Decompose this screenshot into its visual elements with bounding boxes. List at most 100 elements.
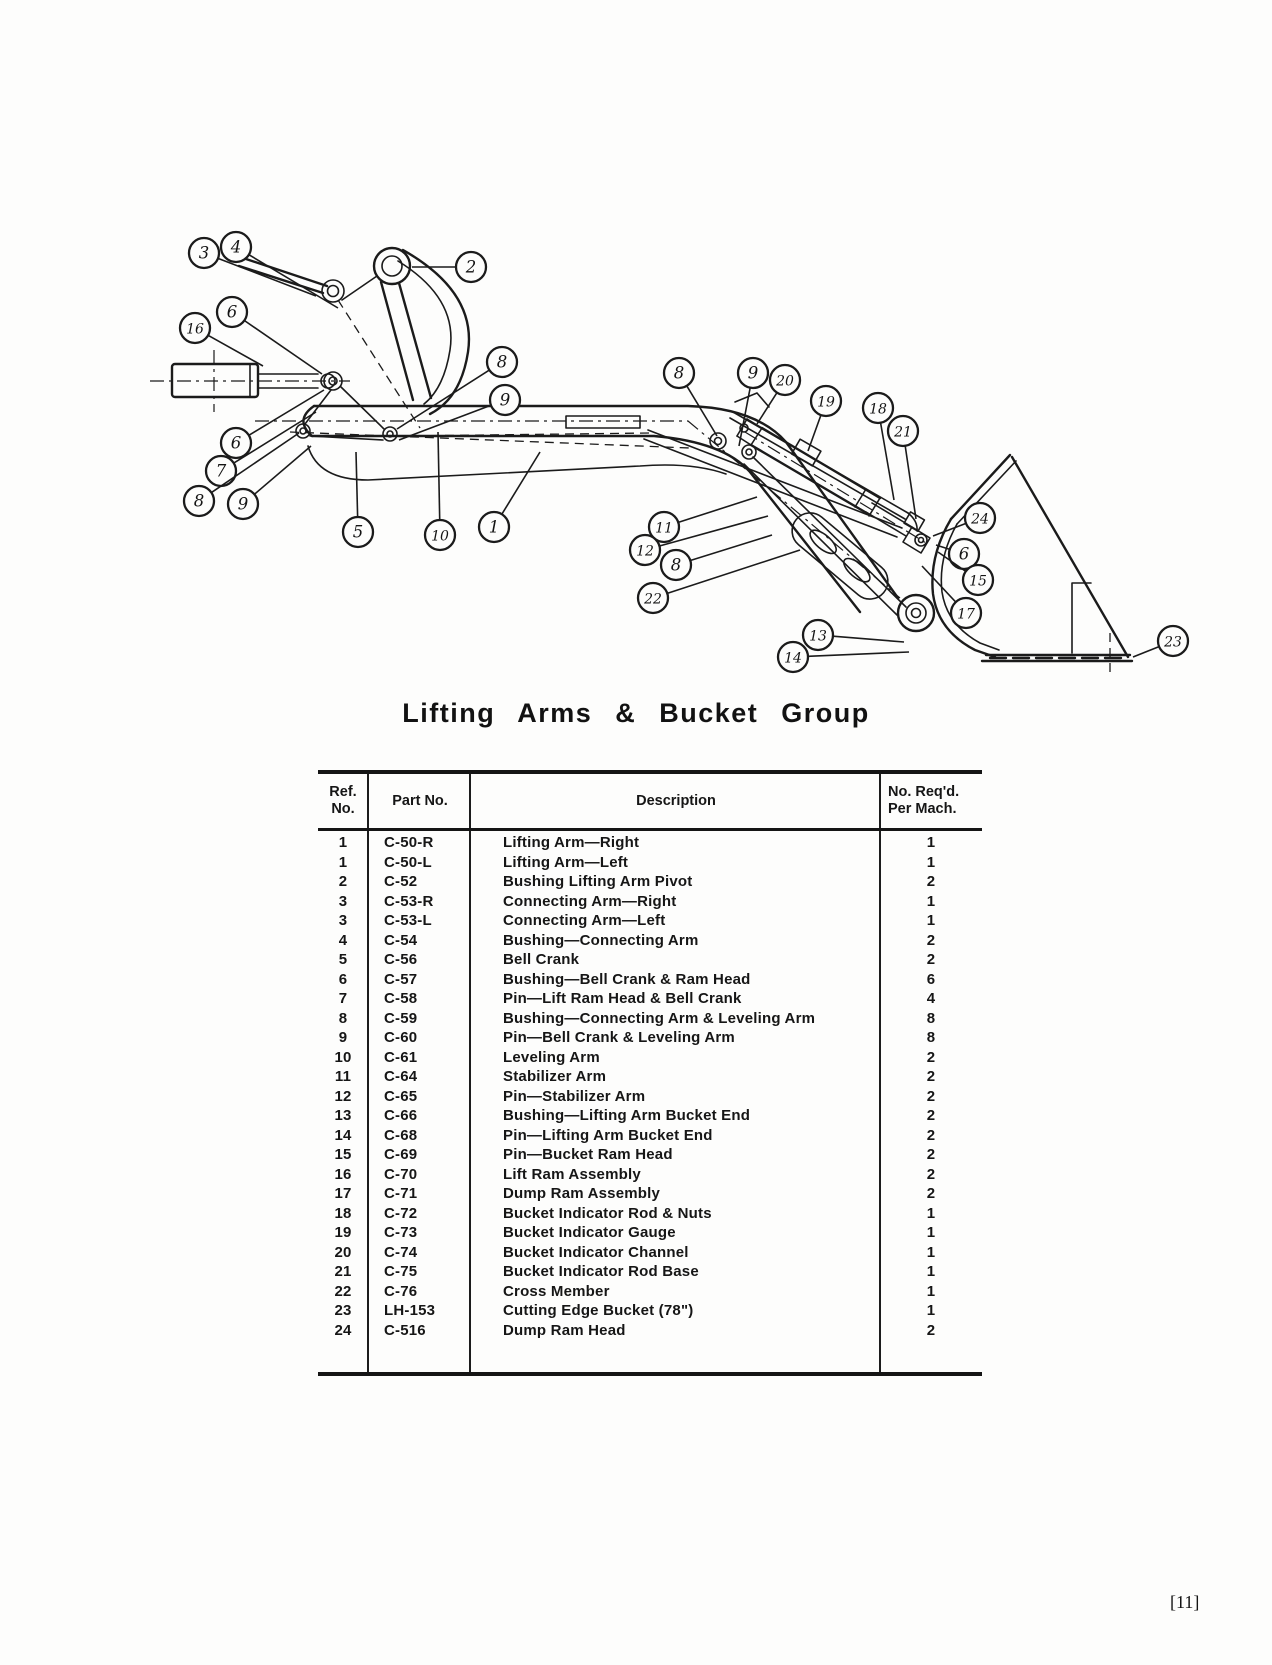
callout-number: 9 — [238, 495, 249, 514]
part-no-cell: C-74 — [384, 1243, 418, 1261]
column-header-description: Description — [472, 774, 880, 828]
callout-leader-line — [807, 414, 822, 452]
qty-cell: 2 — [926, 1185, 936, 1203]
callout-leader-line — [935, 544, 950, 551]
qty-cell: 2 — [926, 951, 936, 969]
callout-number: 15 — [969, 574, 987, 590]
column-divider — [367, 774, 369, 1372]
callout-leader-line — [690, 534, 773, 562]
description-cell: Bucket Indicator Rod Base — [503, 1263, 699, 1281]
description-cell: Leveling Arm — [503, 1048, 600, 1066]
callout-leader-line — [398, 404, 492, 441]
callout-circle — [454, 250, 488, 284]
part-no-cell: C-70 — [384, 1165, 418, 1183]
qty-cell: 2 — [926, 1126, 936, 1144]
description-cell: Cross Member — [503, 1282, 610, 1300]
callout-number: 8 — [671, 556, 682, 575]
ref-no-cell: 3 — [338, 892, 348, 910]
connecting-arm-drawing — [237, 246, 471, 429]
ref-no-cell: 17 — [334, 1185, 352, 1203]
callout-circle — [647, 510, 681, 544]
description-cell: Bell Crank — [503, 951, 580, 969]
callout-leader-line — [248, 254, 339, 309]
callout-circle — [776, 640, 810, 674]
description-cell: Dump Ram Assembly — [503, 1185, 661, 1203]
callout-number: 21 — [893, 425, 912, 441]
part-no-cell: C-58 — [384, 990, 418, 1008]
part-no-cell: C-71 — [384, 1185, 418, 1203]
callout-number: 23 — [1163, 635, 1182, 651]
callout-leader-line — [832, 635, 905, 643]
part-no-cell: C-76 — [384, 1282, 418, 1300]
part-no-cell: C-75 — [384, 1263, 418, 1281]
callout-number: 4 — [230, 238, 242, 257]
ref-no-cell: 10 — [334, 1048, 352, 1066]
callout-circle — [423, 518, 457, 552]
description-cell: Pin—Bell Crank & Leveling Arm — [503, 1029, 735, 1047]
callout-leader-line — [932, 522, 967, 537]
dump-ram-drawing — [729, 392, 931, 554]
table-row: 17 C-71 Dump Ram Assembly 2 — [318, 1184, 982, 1204]
bell-crank-drawing — [295, 371, 398, 442]
callout-number: 13 — [809, 629, 827, 645]
callout-circle — [182, 484, 216, 518]
description-cell: Pin—Stabilizer Arm — [503, 1087, 646, 1105]
description-cell: Bushing—Connecting Arm & Leveling Arm — [503, 1009, 816, 1027]
ref-no-cell: 8 — [338, 1009, 348, 1027]
callout-number: 10 — [431, 529, 449, 545]
ref-no-cell: 15 — [334, 1146, 352, 1164]
qty-cell: 8 — [926, 1029, 936, 1047]
ref-no-cell: 1 — [338, 853, 348, 871]
callout-circle — [886, 414, 920, 448]
callout-circle — [768, 363, 802, 397]
column-header-part: Part No. — [370, 774, 470, 828]
ref-no-cell: 7 — [338, 990, 348, 1008]
callout-leader-line — [207, 334, 264, 367]
description-cell: Pin—Lift Ram Head & Bell Crank — [503, 990, 742, 1008]
callout-circle — [187, 236, 221, 270]
column-header-ref: Ref. No. — [318, 774, 368, 828]
qty-cell: 1 — [926, 834, 936, 852]
description-cell: Lifting Arm—Left — [503, 853, 629, 871]
callout-circle — [801, 618, 835, 652]
qty-cell: 4 — [926, 990, 936, 1008]
callout-number: 12 — [636, 544, 654, 560]
qty-cell: 1 — [926, 1282, 936, 1300]
qty-cell: 1 — [926, 853, 936, 871]
callout-circle — [477, 510, 511, 544]
callout-leader-line — [355, 451, 359, 518]
callout-circle — [963, 501, 997, 535]
callout-leader-line — [879, 422, 895, 501]
ref-no-cell: 6 — [338, 970, 348, 988]
callout-number: 9 — [748, 364, 759, 383]
ref-no-cell: 12 — [334, 1087, 352, 1105]
description-cell: Connecting Arm—Left — [503, 912, 666, 930]
callout-number: 6 — [231, 434, 242, 453]
exploded-parts-diagram: 3421668967895101892019182124615171112822… — [150, 230, 1190, 674]
part-no-cell: C-68 — [384, 1126, 418, 1144]
qty-cell: 2 — [926, 1068, 936, 1086]
page-title: Lifting Arms & Bucket Group — [402, 698, 870, 728]
header-divider — [318, 828, 982, 831]
callout-number: 8 — [497, 353, 508, 372]
table-row: 7 C-58 Pin—Lift Ram Head & Bell Crank 4 — [318, 989, 982, 1009]
callout-circle — [226, 487, 260, 521]
callout-circle — [961, 563, 995, 597]
callout-circle — [949, 596, 983, 630]
ref-no-cell: 9 — [338, 1029, 348, 1047]
callout-leader-line — [921, 565, 957, 603]
callout-circle — [809, 384, 843, 418]
qty-cell: 1 — [926, 1263, 936, 1281]
